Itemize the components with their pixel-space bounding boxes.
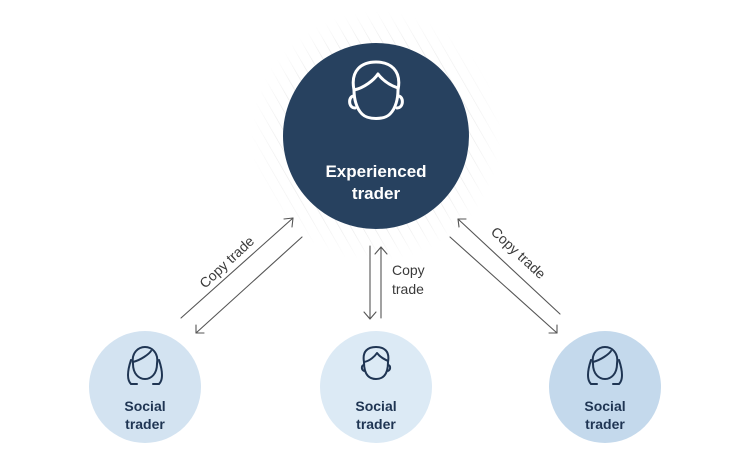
middle-edge-label-line1: Copy [392,262,425,278]
social-trader-node-left: Social trader [89,331,201,443]
copy-trade-arrows [180,217,561,334]
female-head-icon [587,346,623,385]
social-trader-label-line2: trader [356,416,396,432]
social-trader-circle [89,331,201,443]
middle-edge-label-line2: trade [392,281,424,297]
experienced-trader-label-line2: trader [352,184,401,203]
social-trader-node-right: Social trader [549,331,661,443]
social-trader-label-line2: trader [585,416,625,432]
social-trader-label-line1: Social [124,398,165,414]
right-copy-trade-arrow [449,218,561,334]
social-trader-circle [549,331,661,443]
experienced-trader-node: Experienced trader [283,43,469,229]
experienced-trader-label-line1: Experienced [325,162,426,181]
middle-copy-trade-arrow [363,245,388,320]
left-copy-trade-arrow [180,217,303,334]
female-head-icon [127,346,163,385]
social-trader-label-line1: Social [584,398,625,414]
male-head-icon [348,60,404,120]
social-trader-circle [320,331,432,443]
left-edge-label: Copy trade [196,233,257,292]
right-edge-label: Copy trade [488,223,549,282]
social-trader-label-line2: trader [125,416,165,432]
experienced-trader-circle [283,43,469,229]
male-head-icon [360,346,392,380]
social-trader-node-middle: Social trader [320,331,432,443]
social-trader-label-line1: Social [355,398,396,414]
